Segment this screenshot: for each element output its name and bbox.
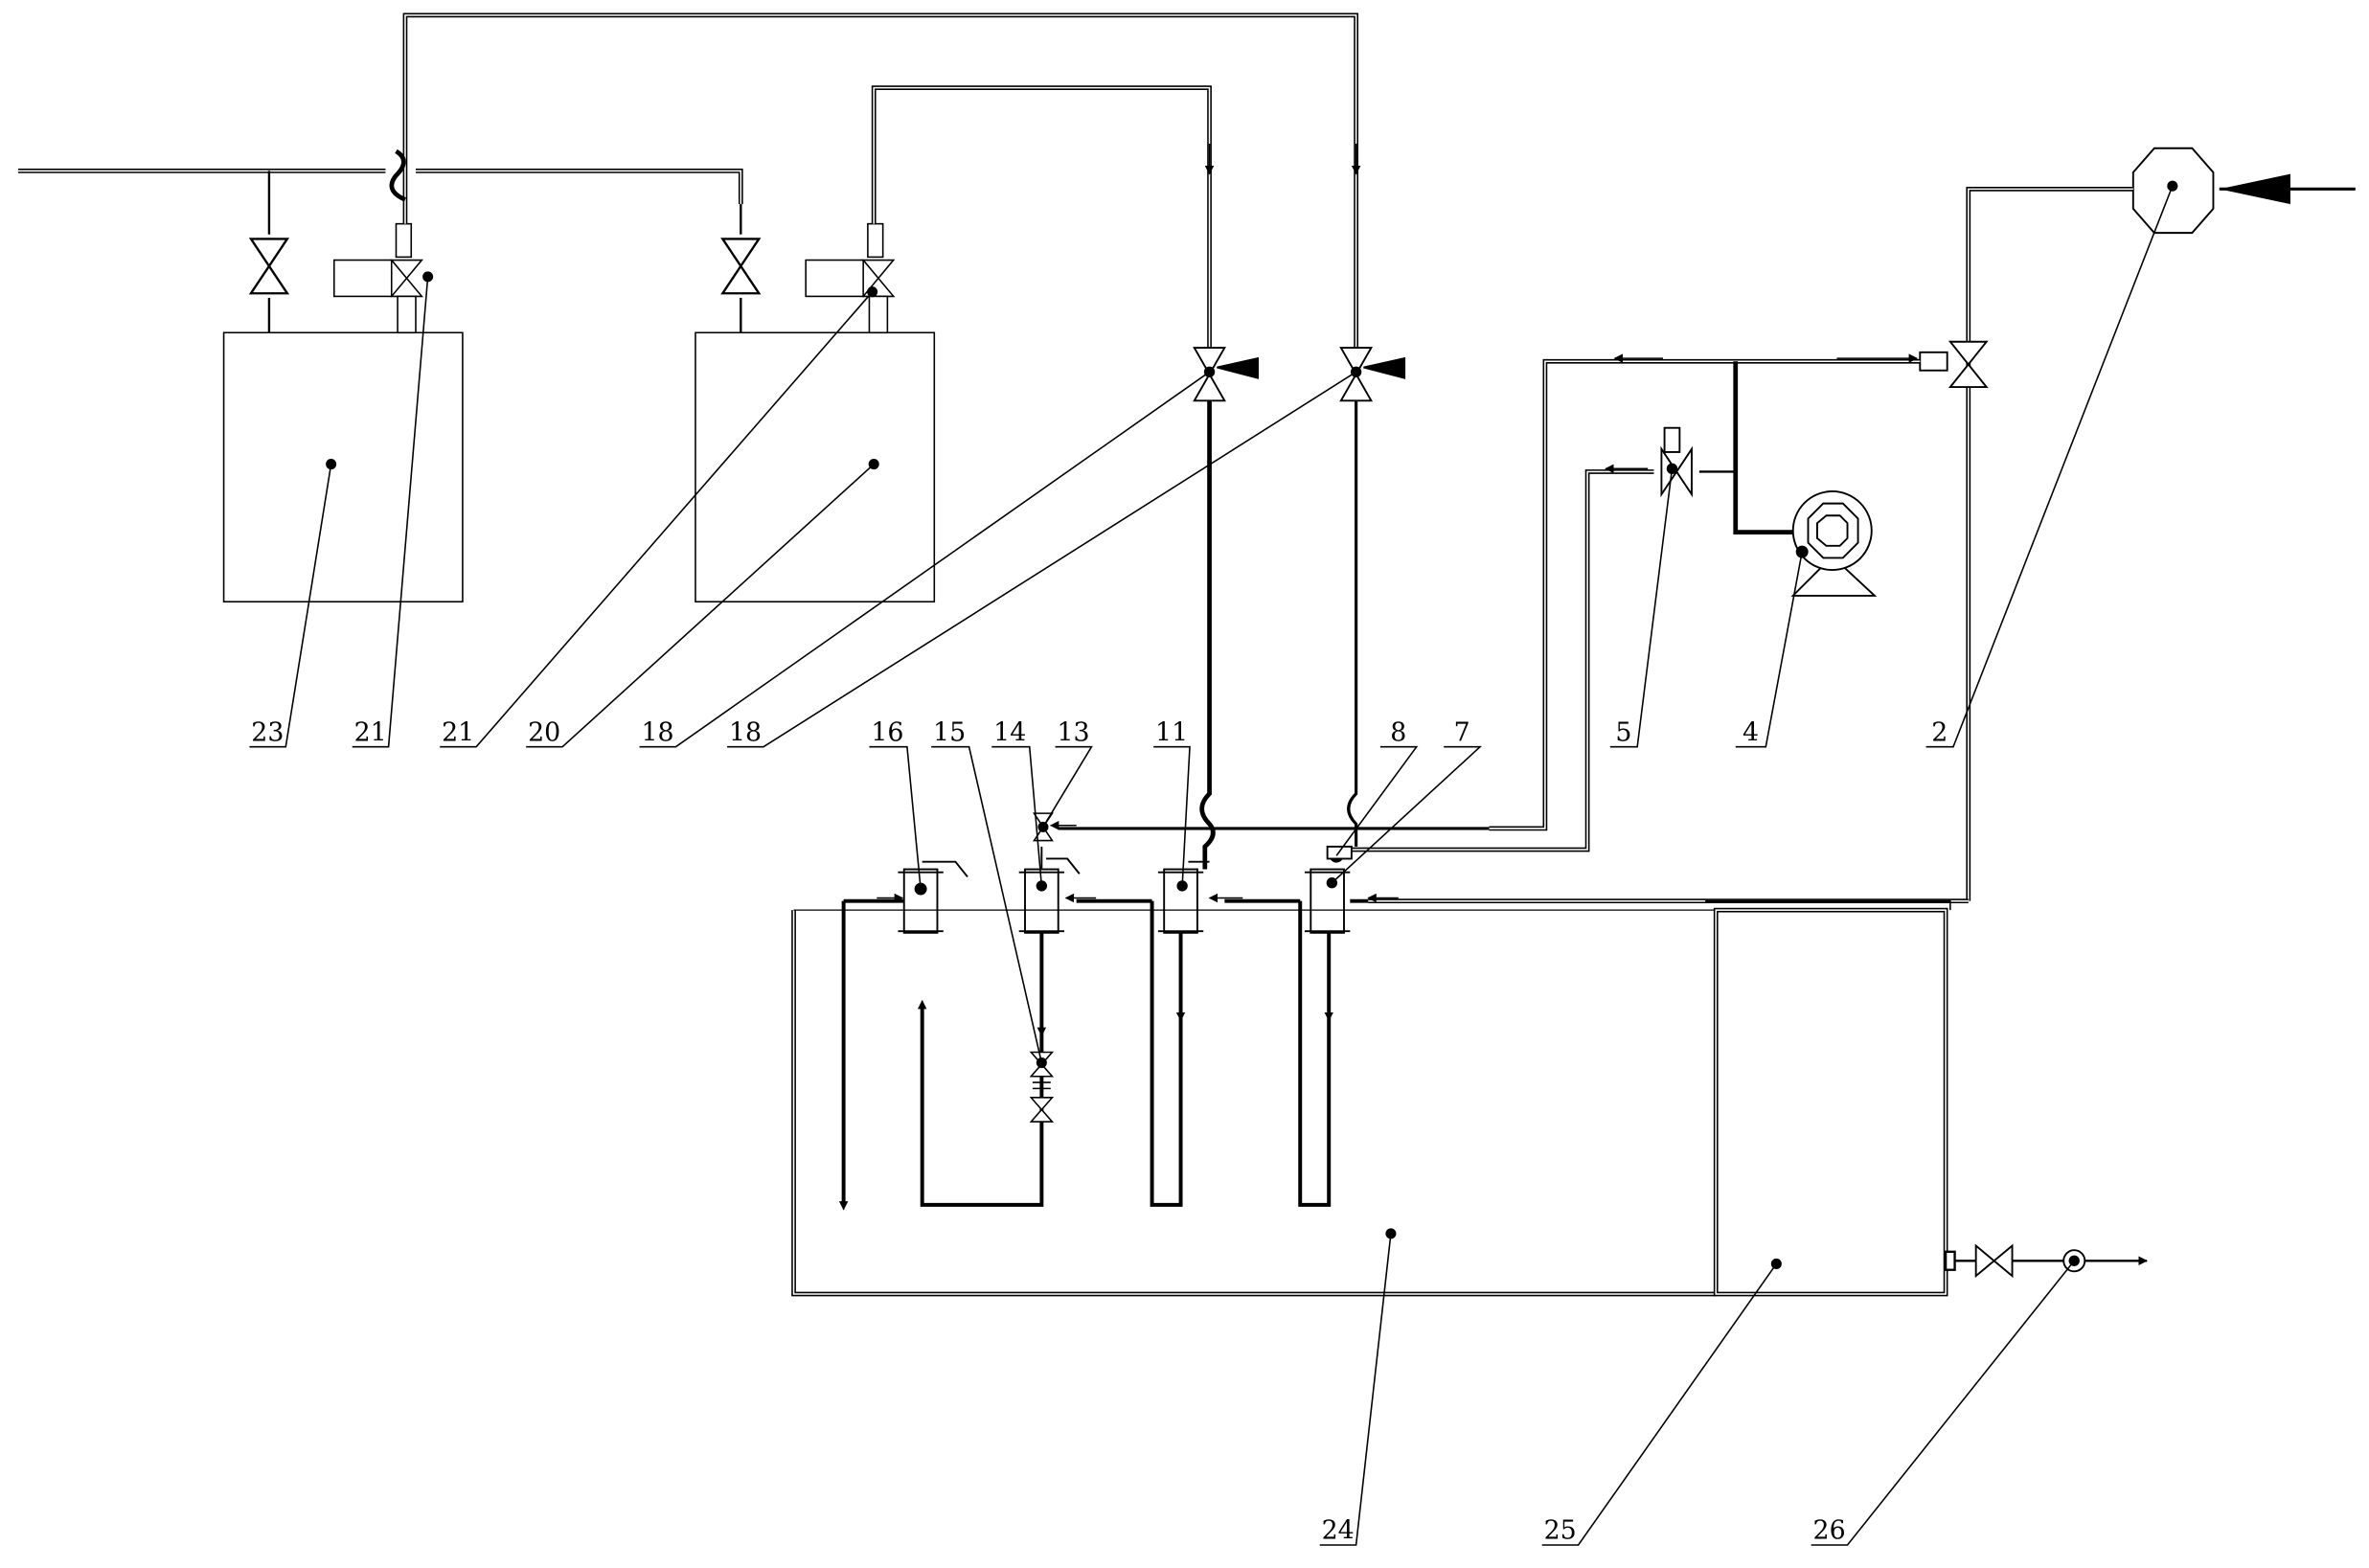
label-18b: 18 [729, 717, 762, 747]
valve-15 [1029, 1051, 1055, 1123]
solenoid-valve-5 [1660, 426, 1693, 498]
label-7: 7 [1454, 717, 1470, 747]
basin-24 [791, 909, 1717, 1297]
label-13: 13 [1057, 717, 1089, 747]
main-supply-pipe [17, 169, 743, 333]
unit-interconnects [843, 898, 1369, 1207]
outlet-meter-26 [2062, 1249, 2086, 1273]
overhead-pipe-outer [389, 12, 1358, 349]
gate-valve-tank20 [720, 238, 762, 295]
label-14: 14 [993, 717, 1026, 747]
label-24: 24 [1322, 1516, 1355, 1546]
label-26: 26 [1813, 1516, 1846, 1546]
solenoid-valve-upper [1919, 340, 1989, 389]
label-25: 25 [1544, 1516, 1577, 1546]
outlet-valve [1974, 1243, 2014, 1279]
label-8: 8 [1390, 717, 1406, 747]
callout-labels: 23 21 21 20 18 18 16 15 14 13 11 8 7 5 4… [251, 717, 1948, 1545]
upper-branch-pipe [1489, 358, 1921, 831]
control-valve-18-right [1339, 347, 1406, 402]
label-21b: 21 [442, 717, 474, 747]
circulation-pump-4 [1790, 490, 1878, 597]
label-20: 20 [528, 717, 560, 747]
control-valve-18-left [1193, 347, 1259, 402]
unit-7 [1304, 849, 1351, 934]
label-23: 23 [251, 717, 284, 747]
unit-16 [898, 860, 968, 934]
label-15: 15 [933, 717, 966, 747]
unit-14 [1018, 846, 1081, 934]
pipe-to-unit11 [1199, 400, 1216, 870]
gate-valve-tank23 [248, 238, 290, 295]
label-4: 4 [1743, 717, 1759, 747]
inlet-arrow [2219, 173, 2290, 205]
label-16: 16 [871, 717, 903, 747]
pipe-to-unit7 [1347, 400, 1358, 847]
actuated-valve-21-right [805, 222, 896, 334]
supply-riser-pipe [1966, 186, 2133, 901]
branch-pipe-valve5 [1345, 469, 1736, 852]
label-21a: 21 [354, 717, 387, 747]
label-18a: 18 [641, 717, 673, 747]
label-11: 11 [1155, 717, 1188, 747]
overhead-pipe-inner [871, 85, 1212, 349]
label-5: 5 [1615, 717, 1631, 747]
label-2: 2 [1931, 717, 1948, 747]
tank-20 [695, 331, 936, 602]
leader-lines [249, 185, 2174, 1546]
actuated-valve-21-left [332, 222, 423, 334]
basin-25 [1705, 899, 1951, 1297]
pump-2-marker [2167, 180, 2178, 192]
tank-23 [222, 331, 464, 602]
unit-11 [1157, 860, 1210, 934]
